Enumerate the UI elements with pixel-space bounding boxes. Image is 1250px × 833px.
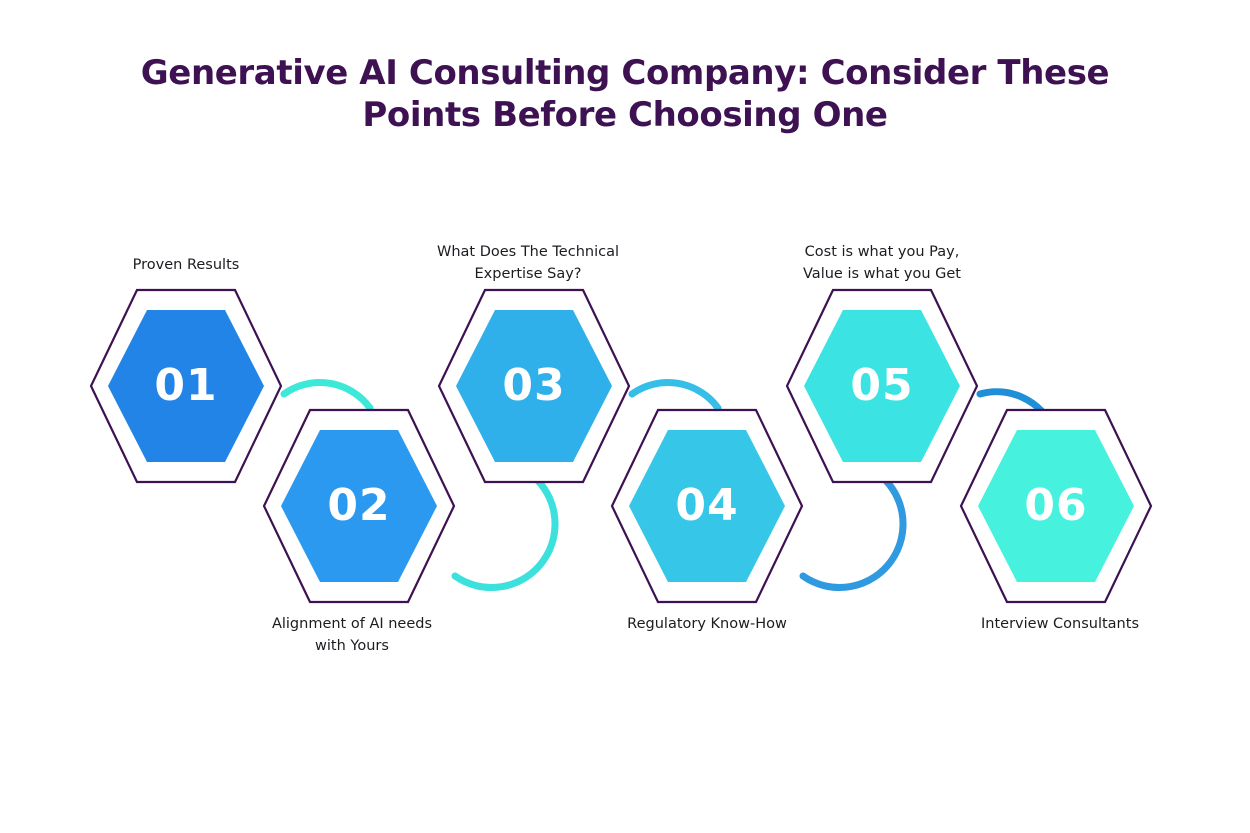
hexagon-shape-01 (88, 286, 284, 486)
step-label-04: Regulatory Know-How (577, 613, 837, 635)
process-step-06[interactable]: 06 (958, 406, 1154, 606)
step-label-06-line-1: Interview Consultants (981, 616, 1139, 632)
step-number-05: 05 (850, 360, 914, 411)
step-number-02: 02 (327, 480, 391, 531)
step-label-01-line-1: Proven Results (132, 257, 240, 273)
hexagon-svg-01 (89, 288, 283, 484)
connector-arc-04-05 (799, 468, 907, 592)
step-label-05-line-2: Value is what you Get (803, 266, 961, 282)
hexagon-fill-03 (456, 310, 612, 462)
step-number-01: 01 (154, 360, 218, 411)
step-label-02-line-2: with Yours (315, 638, 389, 654)
step-label-01: Proven Results (56, 254, 316, 276)
page-title-line-1: Generative AI Consulting Company: Consid… (140, 53, 1110, 93)
hexagon-svg-04 (610, 408, 804, 604)
hexagon-svg-05 (785, 288, 979, 484)
process-step-02[interactable]: 02 (261, 406, 457, 606)
step-label-03-line-1: What Does The Technical (437, 244, 619, 260)
process-step-04[interactable]: 04 (609, 406, 805, 606)
hexagon-shape-02 (261, 406, 457, 606)
step-label-06: Interview Consultants (930, 613, 1190, 635)
hexagon-svg-06 (959, 408, 1153, 604)
step-label-02-line-1: Alignment of AI needs (271, 616, 433, 632)
hexagon-fill-04 (629, 430, 785, 582)
process-step-01[interactable]: 01 (88, 286, 284, 486)
hexagon-svg-02 (262, 408, 456, 604)
hexagon-shape-03 (436, 286, 632, 486)
hexagon-fill-01 (108, 310, 264, 462)
connector-arc-02-03 (451, 468, 559, 592)
process-step-03[interactable]: 03 (436, 286, 632, 486)
hexagon-fill-06 (978, 430, 1134, 582)
step-label-05-line-1: Cost is what you Pay, (804, 244, 960, 260)
hexagon-fill-05 (804, 310, 960, 462)
page-title: Generative AI Consulting Company: Consid… (0, 52, 1250, 136)
hexagon-svg-03 (437, 288, 631, 484)
step-label-04-line-1: Regulatory Know-How (627, 616, 787, 632)
hexagon-shape-05 (784, 286, 980, 486)
hexagon-shape-06 (958, 406, 1154, 606)
step-number-03: 03 (502, 360, 566, 411)
step-label-05: Cost is what you Pay, Value is what you … (752, 241, 1012, 285)
step-label-03-line-2: Expertise Say? (474, 266, 582, 282)
process-step-05[interactable]: 05 (784, 286, 980, 486)
hexagon-shape-04 (609, 406, 805, 606)
step-number-06: 06 (1024, 480, 1088, 531)
step-label-03: What Does The Technical Expertise Say? (398, 241, 658, 285)
page-title-line-2: Points Before Choosing One (362, 95, 888, 135)
hexagon-fill-02 (281, 430, 437, 582)
step-number-04: 04 (675, 480, 739, 531)
step-label-02: Alignment of AI needs with Yours (222, 613, 482, 657)
